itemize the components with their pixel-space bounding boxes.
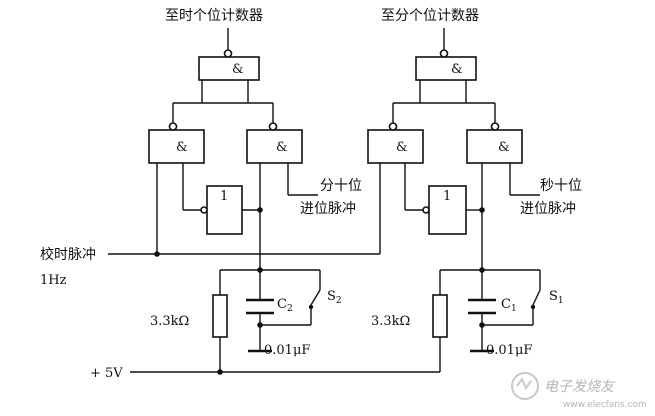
capacitor-left-value: 0.01μF [264, 343, 310, 358]
svg-text:&: & [451, 62, 463, 77]
watermark-logo-icon [511, 372, 539, 400]
left-wiring [156, 28, 321, 372]
svg-text:1: 1 [220, 189, 228, 204]
minute-tens-carry-line2: 进位脉冲 [300, 201, 356, 217]
svg-text:&: & [498, 140, 510, 155]
resistor-right-label: 3.3kΩ [371, 314, 410, 329]
minute-tens-carry-line1: 分十位 [320, 178, 362, 194]
switch-left-label: S2 [327, 289, 342, 306]
resistor-left [212, 294, 228, 338]
second-tens-carry-line2: 进位脉冲 [520, 201, 576, 217]
and-gate-right-b: & [466, 122, 523, 164]
capacitor-right-label: C1 [501, 297, 517, 314]
svg-text:&: & [176, 140, 188, 155]
calibrate-pulse-label: 校时脉冲 [40, 246, 96, 263]
inverter-left: 1 [200, 185, 243, 235]
and-gate-right-a: & [367, 122, 424, 164]
frequency-label: 1Hz [40, 273, 67, 288]
junction-dots [154, 207, 485, 375]
hour-counter-label: 至时个位计数器 [165, 8, 263, 24]
and-gate-left-b: & [246, 122, 303, 164]
resistor-left-label: 3.3kΩ [150, 314, 189, 329]
capacitor-left-label: C2 [277, 297, 293, 314]
and-gate-right-top: & [415, 49, 477, 81]
resistor-right [432, 294, 448, 338]
svg-text:1: 1 [443, 189, 451, 204]
switch-right-label: S1 [549, 289, 564, 306]
and-gate-left-a: & [148, 122, 205, 164]
minute-counter-label: 至分个位计数器 [381, 8, 479, 24]
svg-text:&: & [276, 140, 288, 155]
supply-label: + 5V [90, 366, 123, 381]
right-wiring [392, 28, 541, 340]
capacitor-left [246, 298, 274, 315]
switch-right [530, 289, 541, 310]
watermark: 电子发烧友 www.elecfans.com [511, 372, 647, 410]
switch-left [308, 289, 321, 310]
watermark-url: www.elecfans.com [563, 400, 647, 410]
and-gate-left-top: & [198, 49, 260, 81]
second-tens-carry-line1: 秒十位 [540, 178, 582, 194]
capacitor-right-value: 0.01μF [486, 343, 532, 358]
inverter-right: 1 [422, 185, 467, 235]
svg-text:&: & [396, 140, 408, 155]
watermark-text: 电子发烧友 [544, 379, 616, 395]
svg-text:&: & [232, 62, 244, 77]
capacitor-right [468, 298, 496, 315]
